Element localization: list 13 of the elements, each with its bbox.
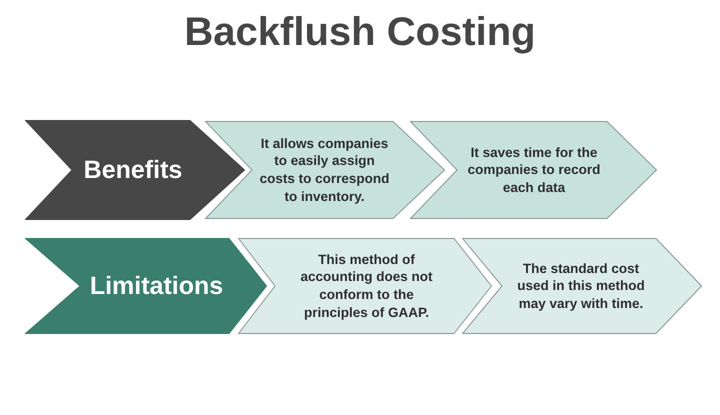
banner-heading: Limitations: [90, 271, 224, 301]
heading-banner: [25, 120, 245, 220]
heading-banner: [25, 238, 267, 334]
banner-text: The standard cost used in this method may vary with time.: [516, 260, 646, 312]
banner-text: It saves time for the companies to record each data: [466, 144, 602, 196]
text-banner: [205, 121, 445, 219]
text-banner: [410, 121, 657, 219]
banner-text: It allows companies to easily assign costs to correspond to inventory.: [258, 134, 390, 206]
text-banner: [238, 238, 492, 334]
text-banner: [462, 238, 702, 334]
banner-heading: Benefits: [84, 155, 182, 185]
banner-text: This method of accounting does not conform to the principles of GAAP.: [299, 250, 434, 322]
title: Backflush Costing: [184, 10, 536, 54]
